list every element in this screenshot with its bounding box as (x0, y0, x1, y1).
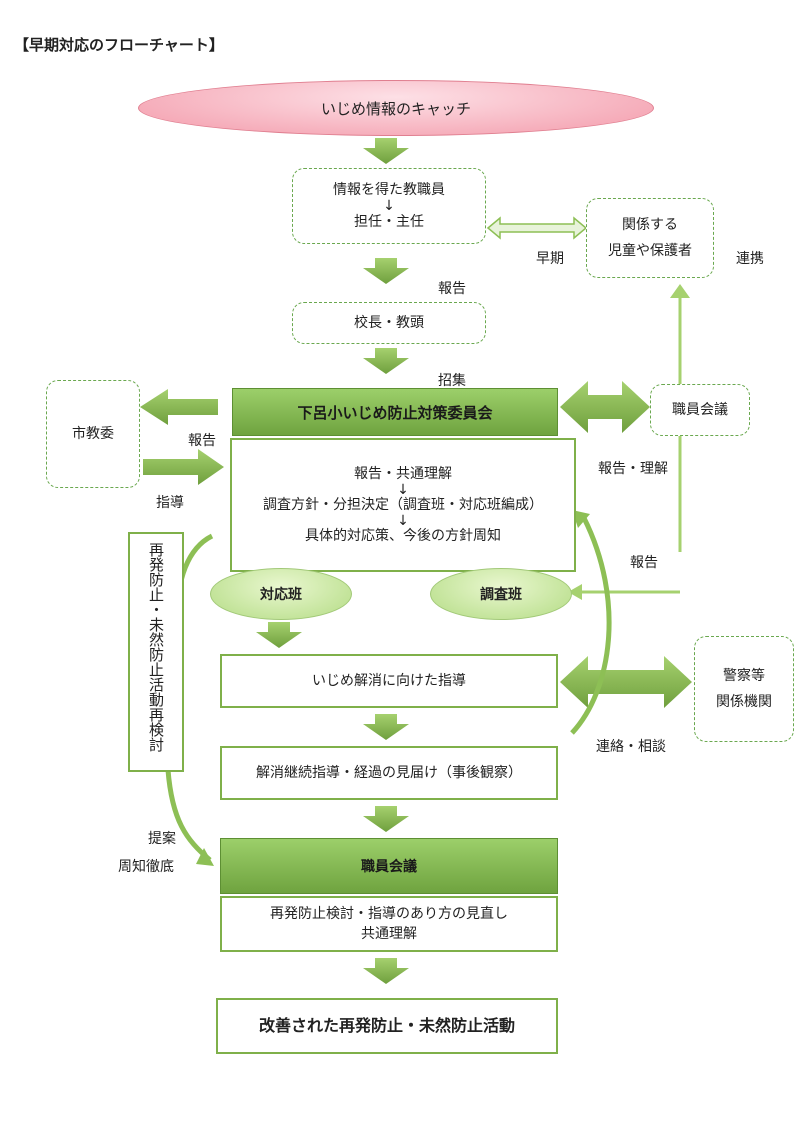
down-arrow-6 (363, 806, 409, 832)
guidance-label: いじめ解消に向けた指導 (312, 673, 466, 689)
left-arrow-city (140, 389, 218, 425)
label-guidance-city: 指導 (156, 495, 184, 511)
related-box: 関係する 児童や保護者 (586, 198, 714, 278)
staff-meeting-side-label: 職員会議 (672, 401, 728, 418)
down-arrow-2 (363, 258, 409, 284)
review-line2: 共通理解 (361, 926, 417, 942)
label-report-understanding: 報告・理解 (598, 461, 668, 477)
info-catch-oval: いじめ情報のキャッチ (138, 80, 654, 136)
related-line2: 児童や保護者 (608, 243, 692, 259)
curve-contact (570, 516, 612, 735)
info-catch-label: いじめ情報のキャッチ (320, 99, 471, 118)
vertical-review-box: 再発防止・未然防止活動再検討 (128, 532, 184, 772)
label-contact: 連絡・相談 (596, 739, 666, 755)
arrowhead-left-bottom (196, 848, 214, 866)
double-arrow-police (560, 656, 692, 708)
review-line1: 再発防止検討・指導のあり方の見直し (270, 906, 508, 922)
related-line1: 関係する (622, 217, 678, 233)
label-early: 早期 (536, 251, 564, 267)
process-box: 報告・共通理解 ↓ 調査方針・分担決定（調査班・対応班編成） ↓ 具体的対応策、… (230, 438, 576, 572)
teacher-box: 情報を得た教職員 ↓ 担任・主任 (292, 168, 486, 244)
down-arrow-5 (363, 714, 409, 740)
committee-label: 下呂小いじめ防止対策委員会 (297, 403, 493, 422)
down-arrow-4 (256, 622, 302, 648)
down-arrow-3 (363, 348, 409, 374)
label-report-2: 報告 (630, 555, 658, 571)
guidance-box: いじめ解消に向けた指導 (220, 654, 558, 708)
arrowhead-related (670, 284, 690, 298)
review-box: 再発防止検討・指導のあり方の見直し 共通理解 (220, 896, 558, 952)
city-board-label: 市教委 (72, 425, 114, 442)
response-team-label: 対応班 (260, 587, 302, 603)
process-line2: 調査方針・分担決定（調査班・対応班編成） (263, 496, 543, 513)
principal-label: 校長・教頭 (354, 314, 424, 331)
police-line1: 警察等 (723, 668, 765, 684)
double-arrow-staff (560, 381, 650, 433)
police-line2: 関係機関 (716, 694, 772, 710)
staff-meeting-main-label: 職員会議 (361, 859, 417, 875)
label-cooperation: 連携 (736, 251, 764, 267)
response-team-oval: 対応班 (210, 568, 352, 620)
continuing-box: 解消継続指導・経過の見届け（事後観察） (220, 746, 558, 800)
down-arrow-1 (363, 138, 409, 164)
right-arrow-city (143, 449, 224, 485)
investigation-team-label: 調査班 (480, 587, 522, 603)
down-arrow-glyph: ↓ (383, 197, 395, 214)
final-box: 改善された再発防止・未然防止活動 (216, 998, 558, 1054)
final-label: 改善された再発防止・未然防止活動 (258, 1016, 515, 1035)
label-report-city: 報告 (188, 433, 216, 449)
double-arrow-related (486, 216, 588, 240)
down-arrow-7 (363, 958, 409, 984)
staff-meeting-main-bar: 職員会議 (220, 838, 558, 894)
vertical-review-label: 再発防止・未然防止活動再検討 (147, 542, 165, 752)
label-announce: 周知徹底 (118, 859, 174, 875)
label-report-1: 報告 (438, 281, 466, 297)
committee-bar: 下呂小いじめ防止対策委員会 (232, 388, 558, 436)
teacher-line2: 担任・主任 (354, 213, 424, 230)
process-arrow-1: ↓ (397, 481, 409, 498)
process-arrow-2: ↓ (397, 512, 409, 529)
investigation-team-oval: 調査班 (430, 568, 572, 620)
continuing-label: 解消継続指導・経過の見届け（事後観察） (256, 765, 522, 781)
staff-meeting-side-box: 職員会議 (650, 384, 750, 436)
process-line3: 具体的対応策、今後の方針周知 (305, 527, 501, 544)
arrowhead-investigation (568, 584, 582, 600)
page-title: 【早期対応のフローチャート】 (14, 36, 224, 54)
label-convene: 招集 (438, 373, 466, 389)
arrowhead-contact (572, 510, 590, 528)
police-box: 警察等 関係機関 (694, 636, 794, 742)
city-board-box: 市教委 (46, 380, 140, 488)
process-line1: 報告・共通理解 (354, 465, 452, 482)
label-proposal: 提案 (148, 831, 176, 847)
teacher-line1: 情報を得た教職員 (333, 181, 445, 198)
principal-box: 校長・教頭 (292, 302, 486, 344)
